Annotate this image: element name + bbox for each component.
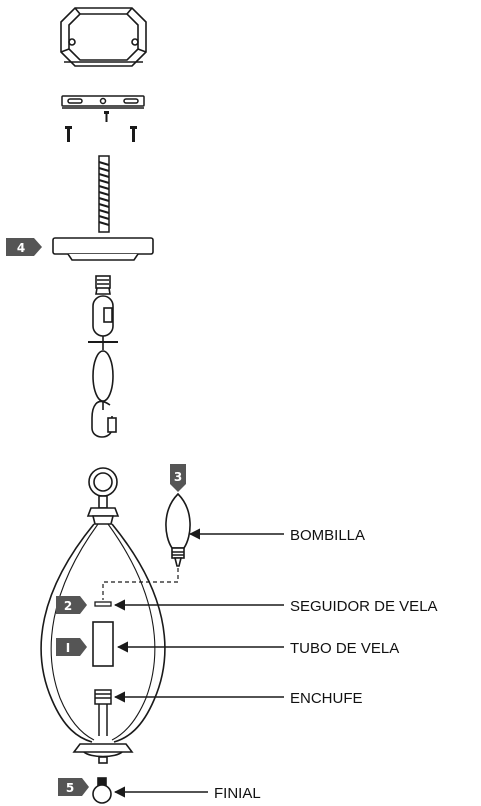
step-2-badge: 2 bbox=[56, 596, 87, 614]
threaded-nipple bbox=[98, 155, 110, 233]
candle-tube bbox=[92, 621, 114, 667]
callout-arrows bbox=[113, 528, 284, 798]
svg-text:4: 4 bbox=[17, 241, 25, 255]
chain-assembly bbox=[88, 275, 118, 438]
svg-text:5: 5 bbox=[66, 781, 74, 795]
mounting-crossbar bbox=[61, 95, 145, 109]
step-1-badge: I bbox=[56, 638, 87, 656]
junction-box bbox=[60, 7, 147, 67]
candle-follower bbox=[94, 601, 112, 607]
label-seguidor-de-vela: SEGUIDOR DE VELA bbox=[290, 598, 438, 615]
label-finial: FINIAL bbox=[214, 785, 261, 802]
svg-text:2: 2 bbox=[64, 599, 72, 613]
label-bombilla: BOMBILLA bbox=[290, 527, 365, 544]
step-5-badge: 5 bbox=[58, 778, 89, 796]
step-4-badge: 4 bbox=[6, 238, 42, 256]
label-enchufe: ENCHUFE bbox=[290, 690, 363, 707]
mounting-screws bbox=[65, 111, 137, 142]
dashed-connector bbox=[102, 568, 179, 600]
socket bbox=[94, 689, 112, 736]
label-tubo-de-vela: TUBO DE VELA bbox=[290, 640, 399, 657]
finial bbox=[92, 777, 112, 804]
step-3-badge: 3 bbox=[170, 464, 186, 492]
svg-text:3: 3 bbox=[174, 470, 182, 484]
svg-text:I: I bbox=[66, 641, 70, 655]
candle-bulb bbox=[165, 492, 191, 567]
lantern-frame bbox=[40, 467, 166, 764]
canopy bbox=[52, 237, 154, 261]
